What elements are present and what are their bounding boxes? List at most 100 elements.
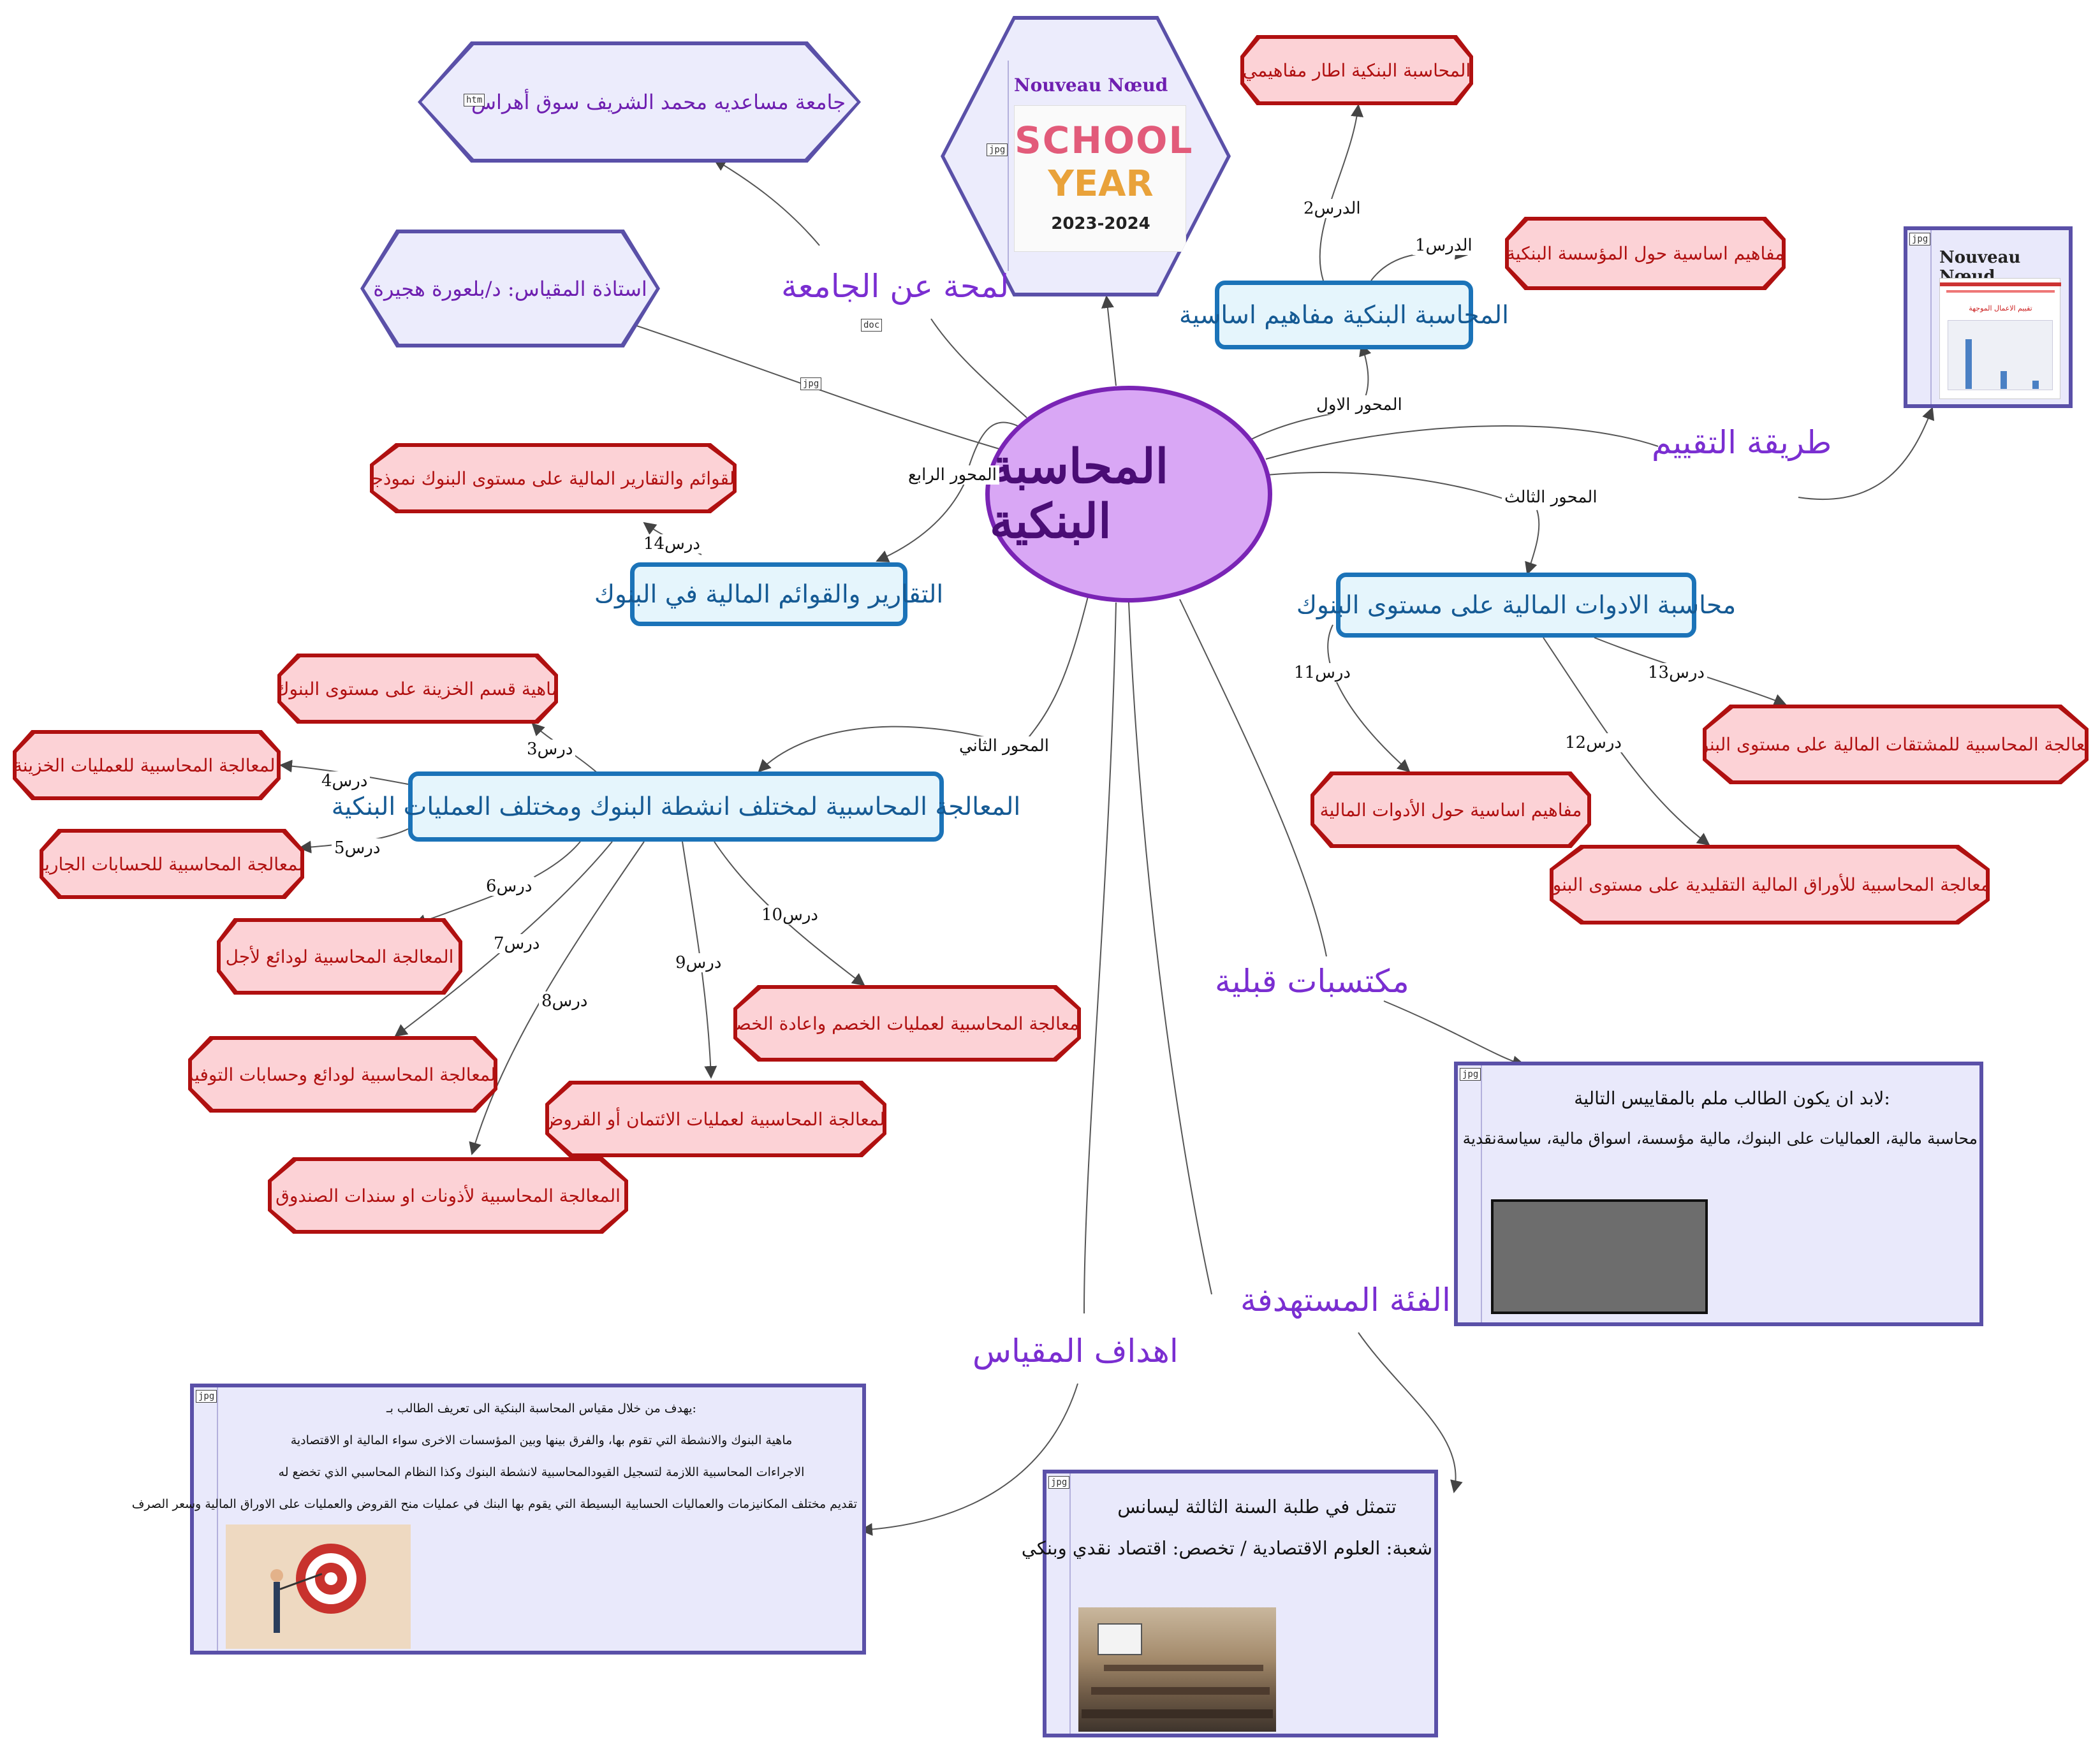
axis3-topic-node[interactable]: محاسبة الادوات المالية على مستوى البنوك (1296, 573, 1736, 638)
axis3-topic-text: محاسبة الادوات المالية على مستوى البنوك (1296, 590, 1737, 620)
lesson6-text: المعالجة المحاسبية لودائع لأجل (225, 946, 454, 967)
axis2-topic-node[interactable]: المعالجة المحاسبية لمختلف انشطة البنوك و… (332, 771, 1020, 842)
prerequisites-topic[interactable]: مكتسبات قبلية (1215, 963, 1409, 1000)
lesson3-label: درس3 (524, 740, 576, 759)
lesson4-node[interactable]: المعالجة المحاسبية للعمليات الخزينة (13, 730, 281, 800)
link-target-panel (1358, 1332, 1463, 1493)
lesson14-node[interactable]: القوائم والتقارير المالية على مستوى البن… (370, 443, 737, 513)
link-center-objectives (1083, 602, 1117, 1314)
lesson1-text: مفاهيم اساسية حول المؤسسة البنكية (1506, 243, 1785, 264)
lesson9-node[interactable]: المعالجة المحاسبية لعمليات الائتمان أو ا… (545, 1081, 886, 1157)
lesson12-node[interactable]: المعالجة المحاسبية للأوراق المالية التقل… (1550, 845, 1990, 925)
lesson14-text: القوائم والتقارير المالية على مستوى البن… (367, 467, 740, 489)
evaluation-panel[interactable]: jpg Nouveau Nœud تقييم الاعمال الموجهة (1904, 226, 2073, 408)
objectives-jpg-tag[interactable]: jpg (196, 1390, 217, 1403)
link-center-evaluation (1265, 425, 1659, 460)
link-axis4-topic (876, 471, 970, 562)
axis4-topic-node[interactable]: التقارير والقوائم المالية في البنوك (594, 562, 943, 626)
prereq-line1: :لابد ان يكون الطالب ملم بالمقاييس التال… (1574, 1088, 1890, 1109)
lesson12-label: درس12 (1562, 733, 1624, 752)
school-node-title: Nouveau Nœud (1014, 75, 1168, 96)
lesson11-label: درس11 (1291, 663, 1353, 682)
link-prereq-panel (1383, 1000, 1525, 1069)
central-node[interactable]: المحاسبة البنكية (985, 386, 1272, 603)
prereq-jpg-tag[interactable]: jpg (1460, 1068, 1481, 1081)
link-center-target (1128, 602, 1212, 1295)
lesson13-node[interactable]: المعالجة المحاسبية للمشتقات المالية على … (1703, 705, 2089, 784)
link-center-axis3 (1265, 472, 1518, 504)
link-axis2-topic (758, 726, 995, 773)
lesson12-text: المعالجة المحاسبية للأوراق المالية التقل… (1538, 874, 2002, 895)
axis4-label: المحور الرابع (906, 465, 1000, 485)
target-line2: شعبة: العلوم الاقتصادية / تخصص: اقتصاد ن… (1021, 1537, 1432, 1559)
link-center-axis2 (1026, 586, 1091, 740)
axis1-topic-node[interactable]: المحاسبة البنكية مفاهيم اساسية (1179, 281, 1509, 349)
school-year-node[interactable]: jpg Nouveau Nœud SCHOOL YEAR 2023-2024 (941, 16, 1231, 296)
link-axis1-lesson1 (1370, 247, 1468, 281)
lesson11-node[interactable]: مفاهيم اساسية حول الأدوات المالية (1311, 771, 1591, 848)
link-axis1-lesson2 (1319, 104, 1364, 281)
link-center-university (930, 318, 1027, 418)
lesson11-text: مفاهيم اساسية حول الأدوات المالية (1319, 799, 1582, 821)
link-evaluation-panel (1798, 407, 1935, 501)
link-axis3-lesson12 (1543, 637, 1710, 846)
target-jpg-tag[interactable]: jpg (1048, 1476, 1070, 1489)
lesson6-node[interactable]: المعالجة المحاسبية لودائع لأجل (217, 918, 462, 995)
lesson10-text: المعالجة المحاسبية لعمليات الخصم واعادة … (724, 1012, 1090, 1034)
lesson1-node[interactable]: مفاهيم اساسية حول المؤسسة البنكية (1505, 217, 1786, 290)
evaluation-image: تقييم الاعمال الموجهة (1939, 278, 2061, 399)
lesson3-text: ماهية قسم الخزينة على مستوى البنوك (274, 678, 561, 699)
lesson13-text: المعالجة المحاسبية للمشتقات المالية على … (1685, 734, 2100, 755)
target-panel[interactable]: jpg تتمثل في طلبة السنة الثالثة ليسانس ش… (1021, 1470, 1438, 1737)
professor-hex[interactable]: استاذة المقياس: د/بلعورة هجيرة (360, 230, 660, 347)
classroom-photo (1078, 1607, 1276, 1732)
year-word: YEAR (1048, 163, 1154, 205)
link-center-axis4 (969, 421, 1021, 466)
link-axis3-topic (1525, 509, 1540, 575)
axis1-label: المحور الاول (1314, 395, 1405, 414)
link-center-professor (614, 316, 1002, 450)
objectives-topic[interactable]: اهداف المقياس (973, 1333, 1178, 1370)
target-topic[interactable]: الفئة المستهدفة (1240, 1282, 1451, 1319)
lesson3-node[interactable]: ماهية قسم الخزينة على مستوى البنوك (277, 654, 558, 724)
objectives-line3: الاجراءات المحاسبية اللازمة لتسجيل القيو… (278, 1465, 805, 1479)
doc-tag[interactable]: doc (861, 319, 883, 332)
lesson4-label: درس4 (319, 771, 371, 791)
jpg-tag[interactable]: jpg (987, 143, 1008, 156)
axis4-topic-text: التقارير والقوائم المالية في البنوك (594, 580, 944, 609)
jpg-link-tag[interactable]: jpg (800, 377, 822, 390)
prerequisites-panel[interactable]: jpg :لابد ان يكون الطالب ملم بالمقاييس ا… (1454, 1062, 1983, 1326)
prereq-image-placeholder (1491, 1199, 1708, 1314)
lesson5-node[interactable]: المعالجة المحاسبية للحسابات الجارية (40, 829, 304, 899)
lesson2-text: المحاسبة البنكية اطار مفاهيمي (1242, 59, 1471, 81)
objectives-panel[interactable]: jpg :يهدف من خلال مقياس المحاسبة البنكية… (131, 1384, 866, 1655)
objectives-line2: ماهية البنوك والانشطة التي تقوم بها، وال… (290, 1433, 793, 1447)
lesson1-label: الدرس1 (1413, 236, 1475, 255)
evaluation-topic[interactable]: طريقة التقييم (1652, 424, 1832, 461)
lesson7-node[interactable]: المعالجة المحاسبية لودائع وحسابات التوفي… (188, 1036, 497, 1113)
axis1-topic-text: المحاسبة البنكية مفاهيم اساسية (1179, 300, 1509, 330)
link-axis3-lesson11 (1327, 624, 1411, 773)
axis3-label: المحور الثالث (1502, 488, 1600, 507)
evaluation-jpg-tag[interactable]: jpg (1909, 233, 1931, 245)
lesson8-text: المعالجة المحاسبية لأذونات او سندات الصن… (275, 1185, 620, 1206)
lesson10-node[interactable]: المعالجة المحاسبية لعمليات الخصم واعادة … (733, 985, 1081, 1062)
target-illustration (226, 1524, 411, 1649)
lesson6-label: درس6 (483, 877, 535, 896)
university-name-hex[interactable]: جامعة مساعديه محمد الشريف سوق أهراس htm (418, 41, 861, 163)
lesson8-node[interactable]: المعالجة المحاسبية لأذونات او سندات الصن… (268, 1157, 628, 1234)
lesson5-text: المعالجة المحاسبية للحسابات الجارية (35, 853, 309, 875)
htm-tag[interactable]: htm (464, 94, 485, 106)
central-node-label: المحاسبة البنكية (990, 439, 1169, 549)
axis2-label: المحور الثاني (957, 736, 1052, 756)
lesson9-label: درس9 (673, 953, 724, 972)
school-year-image: SCHOOL YEAR 2023-2024 (1014, 105, 1192, 252)
link-center-school (1101, 295, 1117, 386)
lesson13-label: درس13 (1645, 663, 1707, 682)
objectives-line4: تقديم مختلف المكانيزمات والعماليات الحسا… (131, 1497, 857, 1511)
university-topic[interactable]: لمحة عن الجامعة (781, 268, 1010, 305)
link-axis1-topic (1359, 343, 1372, 399)
lesson2-node[interactable]: المحاسبة البنكية اطار مفاهيمي (1240, 35, 1473, 105)
lesson4-text: المعالجة المحاسبية للعمليات الخزينة (13, 754, 281, 776)
evaluation-chart-caption: تقييم الاعمال الموجهة (1969, 304, 2032, 312)
